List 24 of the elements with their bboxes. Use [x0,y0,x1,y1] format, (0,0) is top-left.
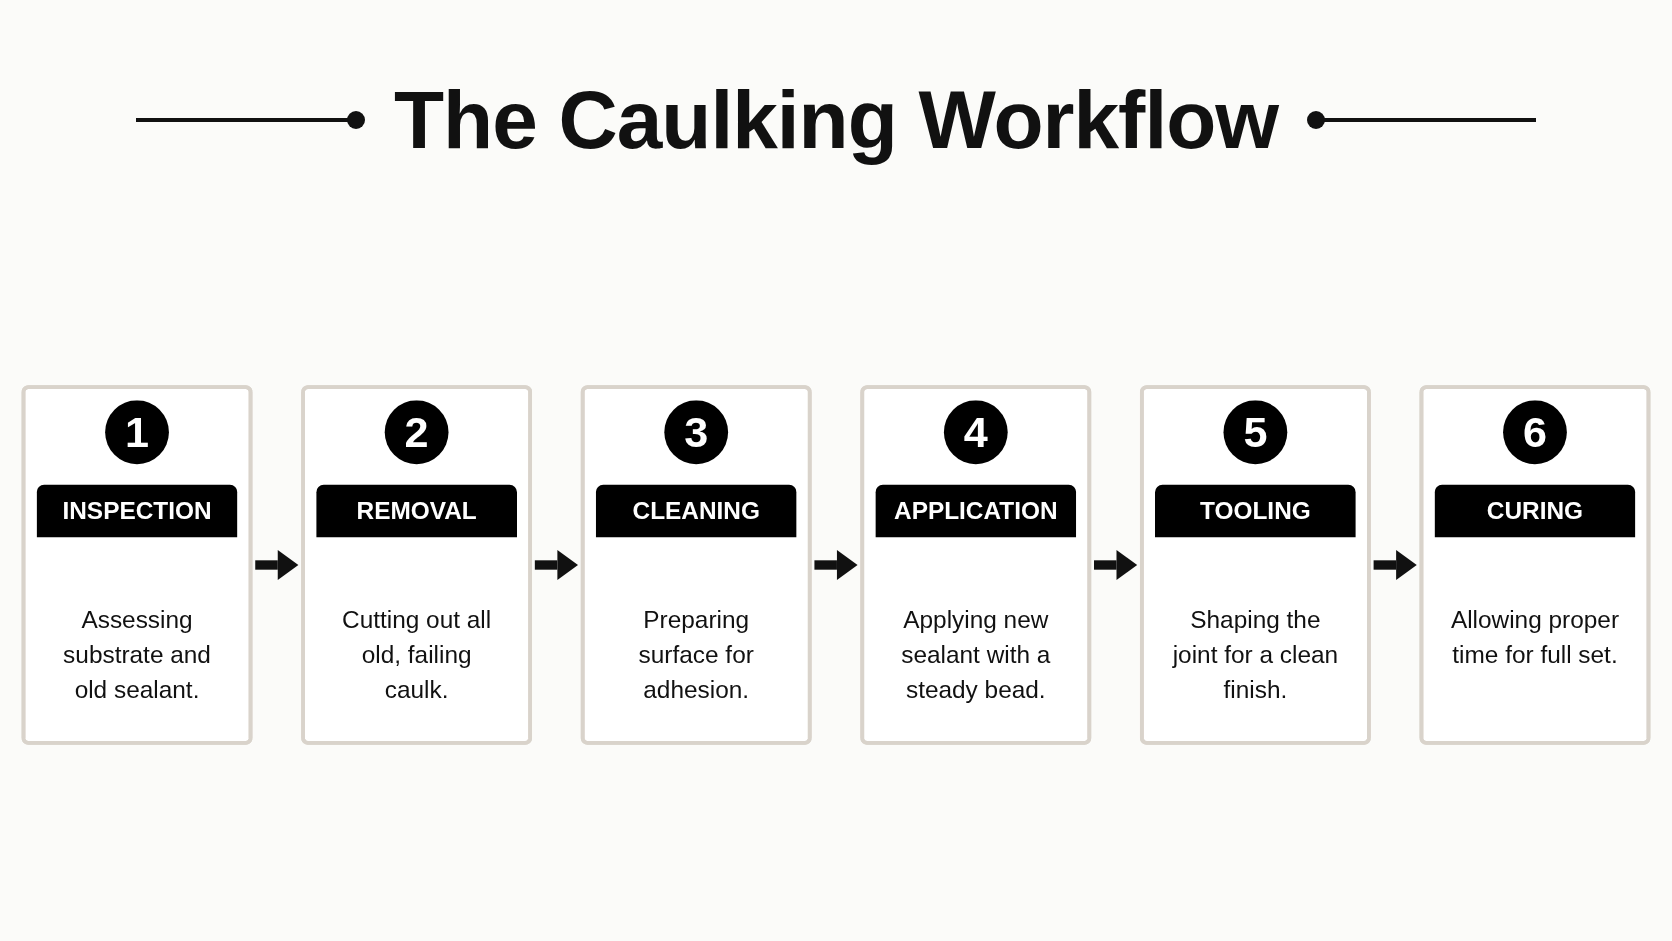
step-description: Applying new sealant with a steady bead. [900,604,1052,706]
step-card [1419,385,1651,745]
step-card [301,385,532,745]
step-description: Preparing surface for adhesion. [637,604,755,706]
step-heading: APPLICATION [875,484,1077,538]
step-card [580,385,812,745]
arrow [1094,550,1138,580]
title: The Caulking Workflow [393,74,1279,166]
step-description: Cutting out all old, failing caulk. [341,604,493,706]
step-card [1140,385,1371,745]
step-heading: REMOVAL [316,484,517,538]
step-heading: INSPECTION [36,484,238,538]
step-card [860,385,1092,745]
arrow [814,550,858,580]
step-description: Assessing substrate and old sealant. [62,604,212,706]
step-heading: CLEANING [595,484,797,538]
step-heading: CURING [1434,484,1636,538]
step-description: Allowing proper time for full set. [1449,604,1621,671]
step-card [21,385,253,745]
step-description: Shaping the joint for a clean finish. [1171,604,1340,706]
arrow [534,550,578,580]
arrow [1373,550,1417,580]
arrow [255,550,299,580]
step-heading: TOOLING [1155,484,1356,538]
